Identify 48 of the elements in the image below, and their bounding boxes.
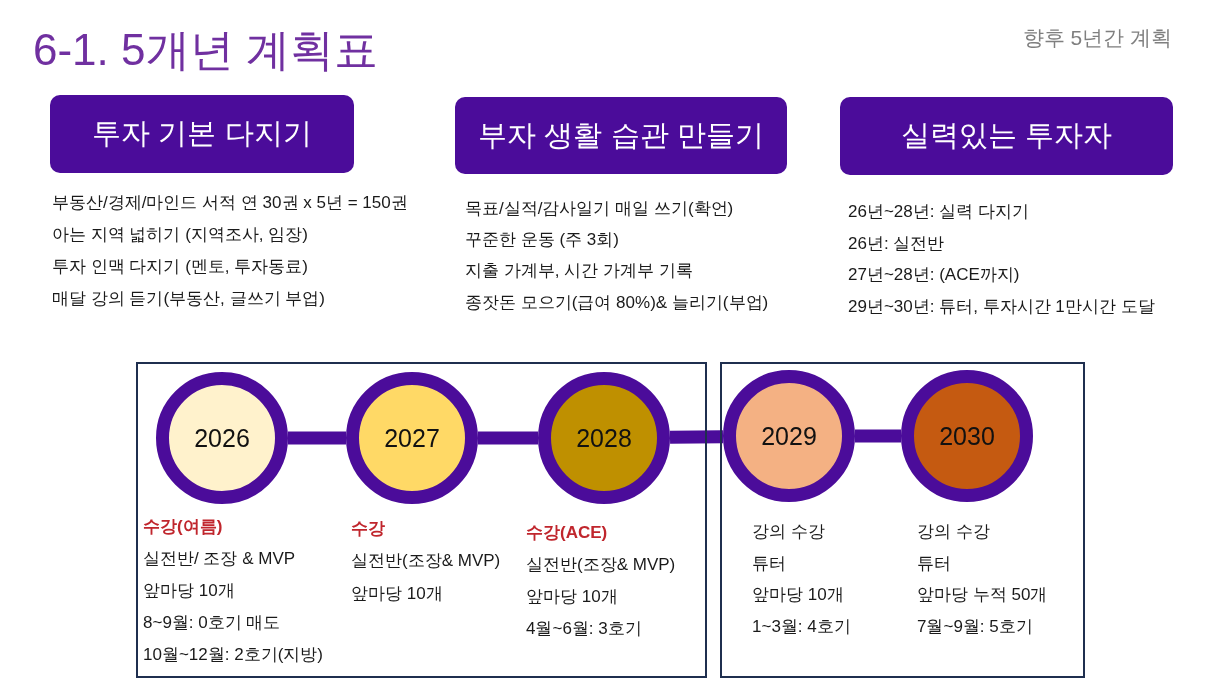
heading-banner: 실력있는 투자자: [840, 97, 1173, 175]
plan-item: 실전반(조장& MVP): [526, 554, 676, 576]
goal-item: 아는 지역 넓히기 (지역조사, 임장): [52, 224, 308, 246]
plan-item: 앞마당 10개: [351, 583, 443, 605]
goal-item: 부동산/경제/마인드 서적 연 30권 x 5년 = 150권: [52, 192, 408, 214]
goal-item: 목표/실적/감사일기 매일 쓰기(확언): [465, 198, 734, 220]
goal-item: 투자 인맥 다지기 (멘토, 투자동료): [52, 256, 308, 278]
plan-heading: 수강(ACE): [526, 522, 608, 544]
goal-item: 27년~28년: (ACE까지): [848, 265, 1020, 286]
page-subtitle: 향후 5년간 계획: [1022, 25, 1172, 51]
plan-item: 앞마당 10개: [752, 585, 844, 606]
plan-item: 강의 수강: [752, 521, 825, 543]
plan-item: 실전반/ 조장 & MVP: [143, 548, 296, 570]
year-circle: 2027: [346, 372, 478, 504]
goal-item: 29년~30년: 튜터, 투자시간 1만시간 도달: [848, 296, 1155, 318]
plan-heading: 수강: [351, 518, 385, 540]
timeline-frame: [136, 362, 707, 678]
goal-item: 26년~28년: 실력 다지기: [848, 201, 1029, 223]
goal-item: 종잣돈 모으기(급여 80%)& 늘리기(부업): [465, 292, 769, 314]
plan-item: 튜터: [752, 553, 786, 574]
year-circle: 2028: [538, 372, 670, 504]
plan-heading: 수강(여름): [143, 516, 223, 538]
connector-line: [478, 431, 538, 445]
year-circle: 2030: [901, 370, 1033, 502]
plan-item: 7월~9월: 5호기: [917, 616, 1033, 638]
plan-item: 앞마당 누적 50개: [917, 585, 1048, 606]
connector-line: [288, 431, 346, 445]
goal-item: 매달 강의 듣기(부동산, 글쓰기 부업): [52, 288, 325, 310]
connector-line: [669, 430, 724, 444]
heading-banner: 투자 기본 다지기: [50, 95, 354, 173]
year-circle: 2026: [156, 372, 288, 504]
goal-item: 지출 가계부, 시간 가계부 기록: [465, 261, 693, 282]
plan-item: 튜터: [917, 553, 951, 574]
page-title: 6-1. 5개년 계획표: [33, 23, 378, 76]
connector-line: [855, 429, 901, 443]
goal-item: 26년: 실전반: [848, 233, 945, 254]
plan-item: 강의 수강: [917, 521, 990, 543]
plan-item: 10월~12월: 2호기(지방): [143, 644, 323, 666]
plan-item: 실전반(조장& MVP): [351, 551, 501, 572]
plan-item: 1~3월: 4호기: [752, 616, 851, 638]
plan-item: 8~9월: 0호기 매도: [143, 612, 281, 634]
heading-banner: 부자 생활 습관 만들기: [455, 97, 787, 174]
plan-item: 4월~6월: 3호기: [526, 618, 642, 640]
plan-item: 앞마당 10개: [526, 586, 618, 608]
timeline-frame: [720, 362, 1085, 678]
goal-item: 꾸준한 운동 (주 3회): [465, 230, 619, 251]
year-circle: 2029: [723, 370, 855, 502]
plan-item: 앞마당 10개: [143, 580, 235, 602]
